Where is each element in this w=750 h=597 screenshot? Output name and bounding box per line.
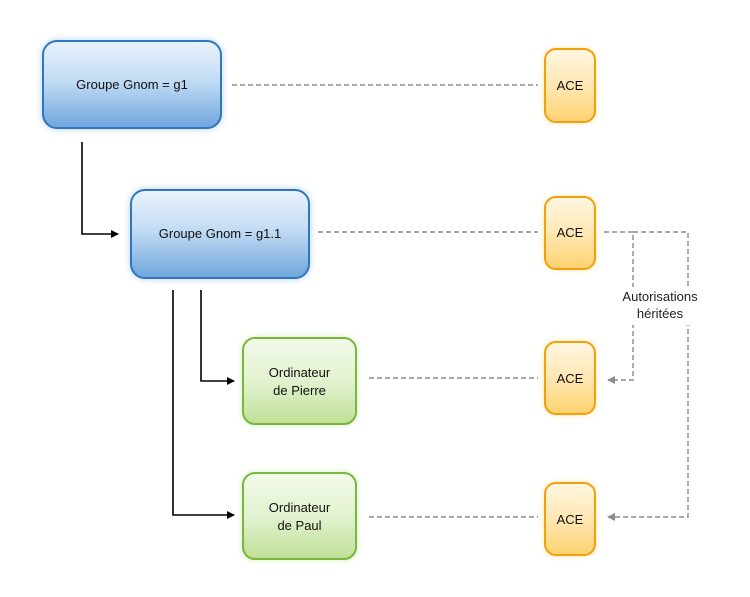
- ace-node-g11[interactable]: ACE: [544, 196, 596, 270]
- ace-g11-label: ACE: [557, 225, 584, 240]
- group-node-g11[interactable]: Groupe Gnom = g1.1: [130, 189, 310, 279]
- inherited-permissions-note: Autorisations héritées: [612, 287, 708, 325]
- ace-g1-label: ACE: [557, 78, 584, 93]
- computer-node-paul[interactable]: Ordinateur de Paul: [242, 472, 357, 560]
- arrow-g1-to-g11: [81, 142, 119, 238]
- arrow-g11-to-pierre: [200, 290, 235, 385]
- group-g1-label: Groupe Gnom = g1: [76, 77, 188, 92]
- group-g11-label: Groupe Gnom = g1.1: [159, 226, 282, 241]
- ace-node-paul[interactable]: ACE: [544, 482, 596, 556]
- inheritance-arrows: [604, 231, 689, 521]
- ace-node-pierre[interactable]: ACE: [544, 341, 596, 415]
- group-node-g1[interactable]: Groupe Gnom = g1: [42, 40, 222, 129]
- computer-pierre-line1: Ordinateur: [269, 365, 331, 380]
- computer-pierre-line2: de Pierre: [273, 383, 326, 398]
- ace-paul-label: ACE: [557, 512, 584, 527]
- computer-node-pierre[interactable]: Ordinateur de Pierre: [242, 337, 357, 425]
- dashed-connectors: [232, 84, 538, 518]
- inherited-line2: héritées: [637, 306, 684, 321]
- inherit-arrow-to-paul: [607, 231, 689, 521]
- ace-pierre-label: ACE: [557, 371, 584, 386]
- ace-node-g1[interactable]: ACE: [544, 48, 596, 123]
- computer-paul-line2: de Paul: [277, 518, 321, 533]
- arrow-g11-to-paul: [172, 290, 235, 519]
- hierarchy-arrows: [81, 142, 235, 519]
- inherited-line1: Autorisations: [622, 289, 698, 304]
- computer-paul-line1: Ordinateur: [269, 500, 331, 515]
